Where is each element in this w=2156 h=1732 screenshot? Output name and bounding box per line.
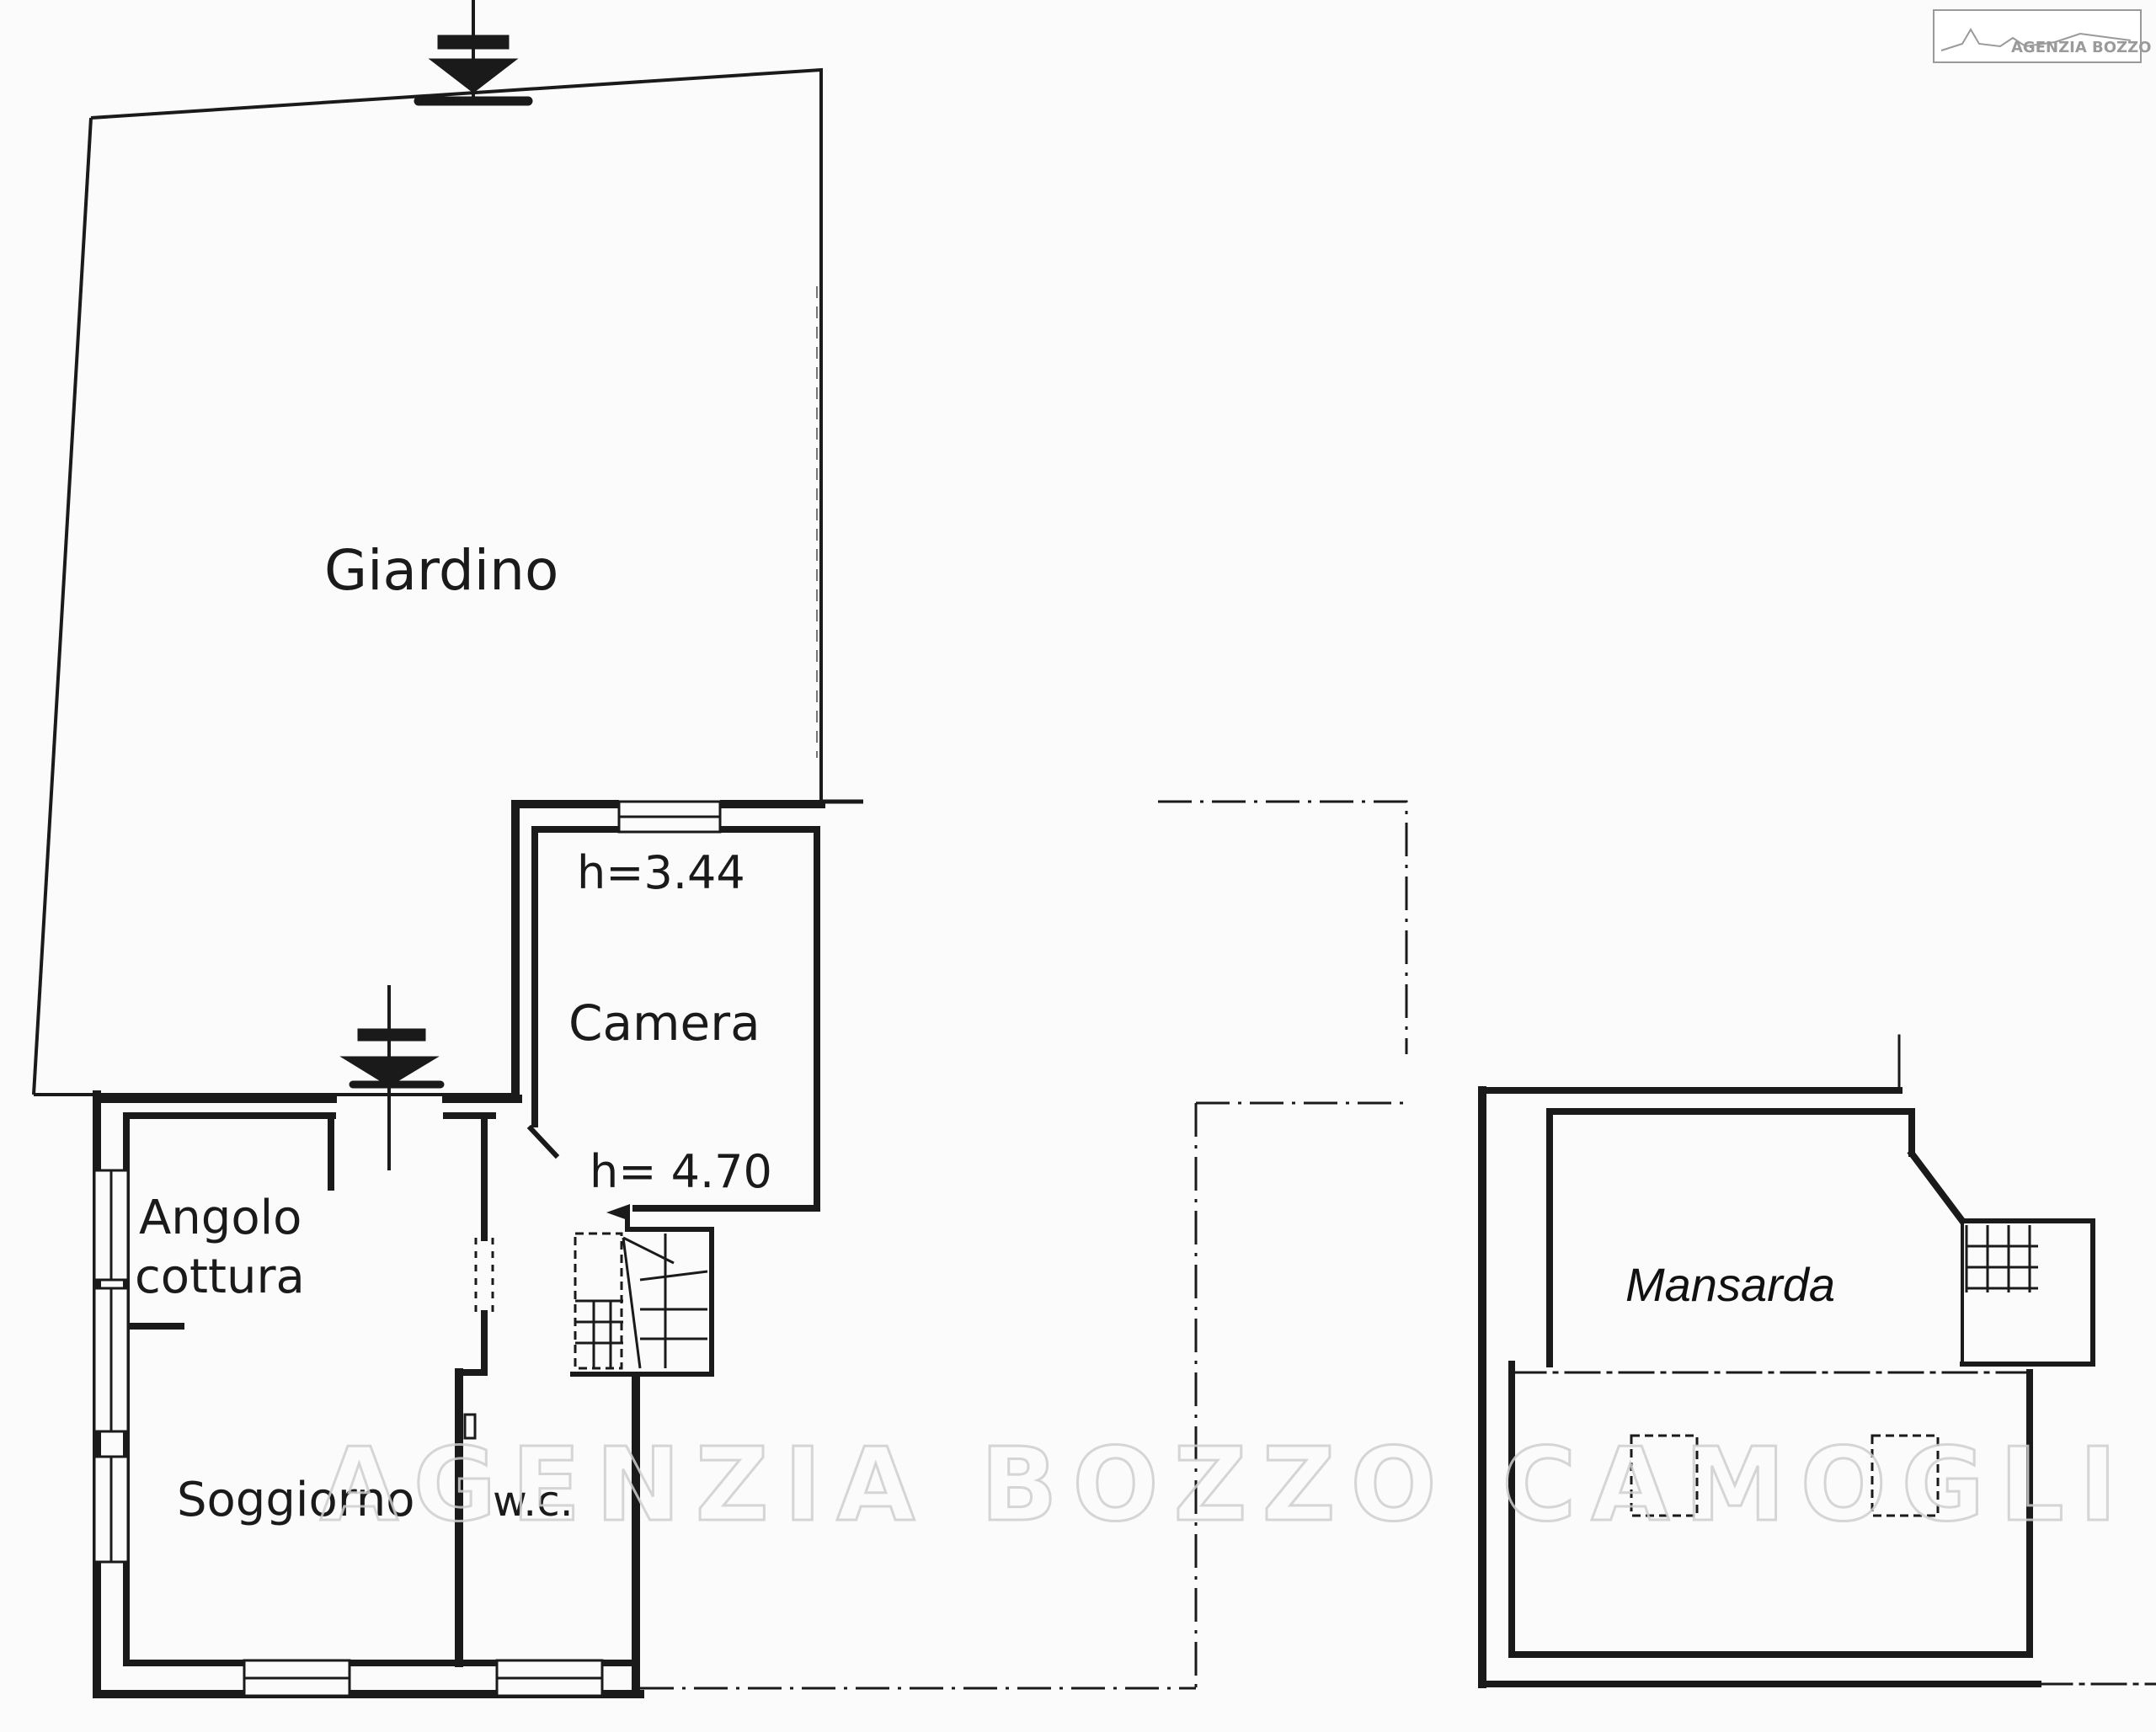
stairs [574,1204,708,1370]
height-top-label: h=3.44 [577,846,745,899]
agency-logo: AGENZIA BOZZO [1933,9,2151,63]
attic-stairs [1965,1225,2038,1292]
garden-label: Giardino [324,538,558,603]
attic-label: Mansarda [1625,1258,1835,1311]
kitchenette-label-line2: cottura [135,1250,305,1304]
kitchenette-label-line1: Angolo [139,1191,302,1245]
entrance-arrow-icon [414,0,533,106]
attic-walls [1478,1034,2156,1688]
windows [93,800,722,1697]
living-room-label: Soggiorno [177,1473,415,1527]
logo-text: AGENZIA BOZZO [2011,39,2151,56]
bedroom-label: Camera [568,994,760,1052]
wc-label: w.c. [493,1477,574,1526]
height-bottom-label: h= 4.70 [590,1145,772,1198]
property-boundary [640,800,1408,1690]
entrance-arrow-icon [339,985,445,1170]
watermark-text: AGENZIA BOZZO CAMOGLI [320,1427,2132,1544]
door-markers [463,1238,494,1440]
skylights [1630,1434,1940,1517]
